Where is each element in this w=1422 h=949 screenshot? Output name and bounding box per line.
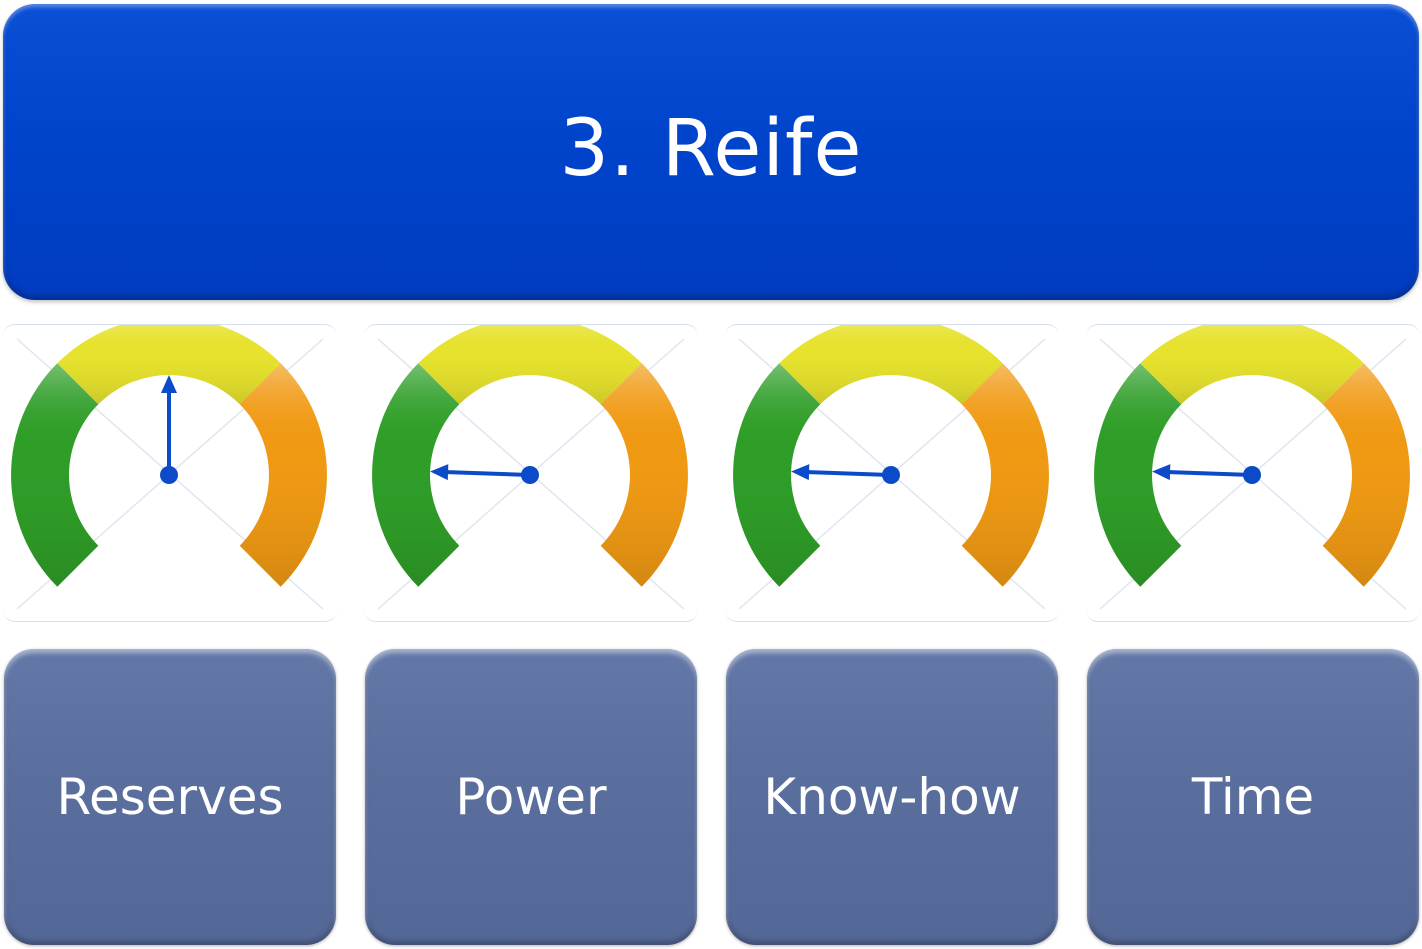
category-label: Reserves [56, 768, 284, 826]
category-box-know-how: Know-how [726, 649, 1058, 945]
gauge-band-green-shade [372, 363, 460, 587]
gauge-needle-hub [1243, 466, 1261, 484]
gauge-needle [446, 470, 532, 477]
category-label: Time [1191, 768, 1315, 826]
gauge-band-orange-shade [600, 363, 688, 587]
gauge-band-orange-shade [239, 363, 327, 587]
gauge-band-green-shade [1094, 363, 1182, 587]
title-banner: 3. Reife [3, 4, 1419, 300]
category-label: Power [455, 768, 607, 826]
gauge-reserves [3, 324, 337, 622]
category-label: Know-how [763, 768, 1021, 826]
gauge-band-yellow-shade [418, 325, 642, 405]
gauge-icon [1094, 325, 1410, 610]
gauge-band-orange-shade [1322, 363, 1410, 587]
gauge-know-how [725, 324, 1059, 622]
gauge-band-orange-shade [961, 363, 1049, 587]
gauge-needle-arrowhead [161, 375, 177, 393]
gauge-needle-hub [882, 466, 900, 484]
category-box-reserves: Reserves [4, 649, 336, 945]
gauge-band-green-shade [11, 363, 99, 587]
gauge-band-yellow-shade [1140, 325, 1364, 405]
gauge-needle-hub [160, 466, 178, 484]
gauge-icon [11, 325, 327, 610]
gauge-needle [1168, 470, 1254, 477]
gauge-needle-hub [521, 466, 539, 484]
gauge-band-yellow-shade [779, 325, 1003, 405]
gauge-needle-arrowhead [430, 464, 449, 481]
gauge-band-green-shade [733, 363, 821, 587]
page-title: 3. Reife [559, 104, 863, 194]
gauge-time [1086, 324, 1420, 622]
gauge-needle-arrowhead [791, 464, 810, 481]
gauge-needle-arrowhead [1152, 464, 1171, 481]
gauge-power [364, 324, 698, 622]
gauge-icon [733, 325, 1049, 610]
gauge-band-yellow-shade [57, 325, 281, 405]
gauge-needle [807, 470, 893, 477]
category-box-time: Time [1087, 649, 1419, 945]
category-box-power: Power [365, 649, 697, 945]
gauge-icon [372, 325, 688, 610]
